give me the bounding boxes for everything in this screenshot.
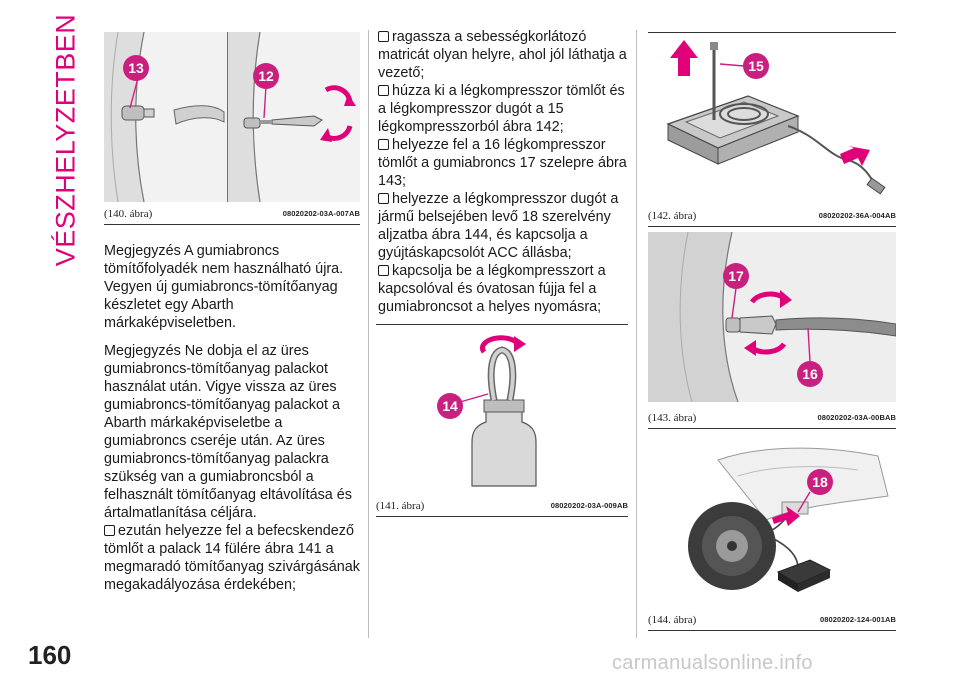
figure-140-caption: (140. ábra) 08020202-03A-007AB [104,208,360,220]
figure-143-caption: (143. ábra) 08020202-03A-00BAB [648,412,896,424]
note-1: Megjegyzés A gumiabroncs tömítőfolyadék … [104,243,344,331]
callout-16: 16 [802,366,818,382]
figure-143-rule [648,428,896,429]
figure-144: 18 [648,436,896,608]
figure-141-illustration: 14 [376,330,628,490]
column-1-text: Megjegyzés A gumiabroncs tömítőfolyadék … [104,242,364,594]
step-item: helyezze a légkompresszor dugót a jármű … [378,191,619,261]
figure-141: 14 [376,330,628,490]
checkbox-bullet-icon [378,139,389,150]
section-title-vertical: VÉSZHELYZETBEN [46,14,86,267]
callout-13: 13 [128,60,144,76]
checkbox-bullet-icon [378,31,389,42]
callout-14: 14 [442,398,458,414]
callout-18: 18 [812,474,828,490]
checkbox-bullet-icon [378,85,389,96]
checkbox-bullet-icon [378,193,389,204]
step-item: helyezze fel a 16 légkompresszor tömlőt … [378,137,627,189]
note-2: Megjegyzés Ne dobja el az üres gumiabron… [104,343,352,521]
page-number: 160 [28,640,72,670]
figure-144-illustration: 18 [648,436,896,608]
column-divider [636,30,637,638]
section-title-text: VÉSZHELYZETBEN [50,13,81,267]
figure-142-illustration: 15 [648,36,896,204]
callout-12: 12 [258,68,274,84]
figure-143: 17 16 [648,232,896,402]
figure-144-caption: (144. ábra) 08020202-124-001AB [648,614,896,626]
figure-141-rule-top [376,324,628,325]
column-divider [368,30,369,638]
footer-watermark[interactable]: carmanualsonline.info [612,652,813,674]
step-item: kapcsolja be a légkompresszort a kapcsol… [378,263,606,315]
figure-141-rule [376,516,628,517]
step-item: ezután helyezze fel a befecskendező töml… [104,523,360,593]
figure-142-rule-top [648,32,896,33]
figure-142-rule [648,226,896,227]
column-2-text: ragassza a sebességkorlátozó matricát ol… [378,28,630,316]
figure-140: 13 12 [104,32,360,202]
figure-143-illustration: 17 16 [648,232,896,402]
checkbox-bullet-icon [104,525,115,536]
step-item: húzza ki a légkompresszor tömlőt és a lé… [378,83,625,135]
figure-140-rule [104,224,360,225]
callout-15: 15 [748,58,764,74]
figure-142: 15 [648,36,896,204]
figure-141-caption: (141. ábra) 08020202-03A-009AB [376,500,628,512]
callout-17: 17 [728,268,744,284]
step-item: ragassza a sebességkorlátozó matricát ol… [378,29,627,81]
figure-144-rule [648,630,896,631]
figure-142-caption: (142. ábra) 08020202-36A-004AB [648,210,896,222]
figure-140-illustration: 13 12 [104,32,360,202]
checkbox-bullet-icon [378,265,389,276]
